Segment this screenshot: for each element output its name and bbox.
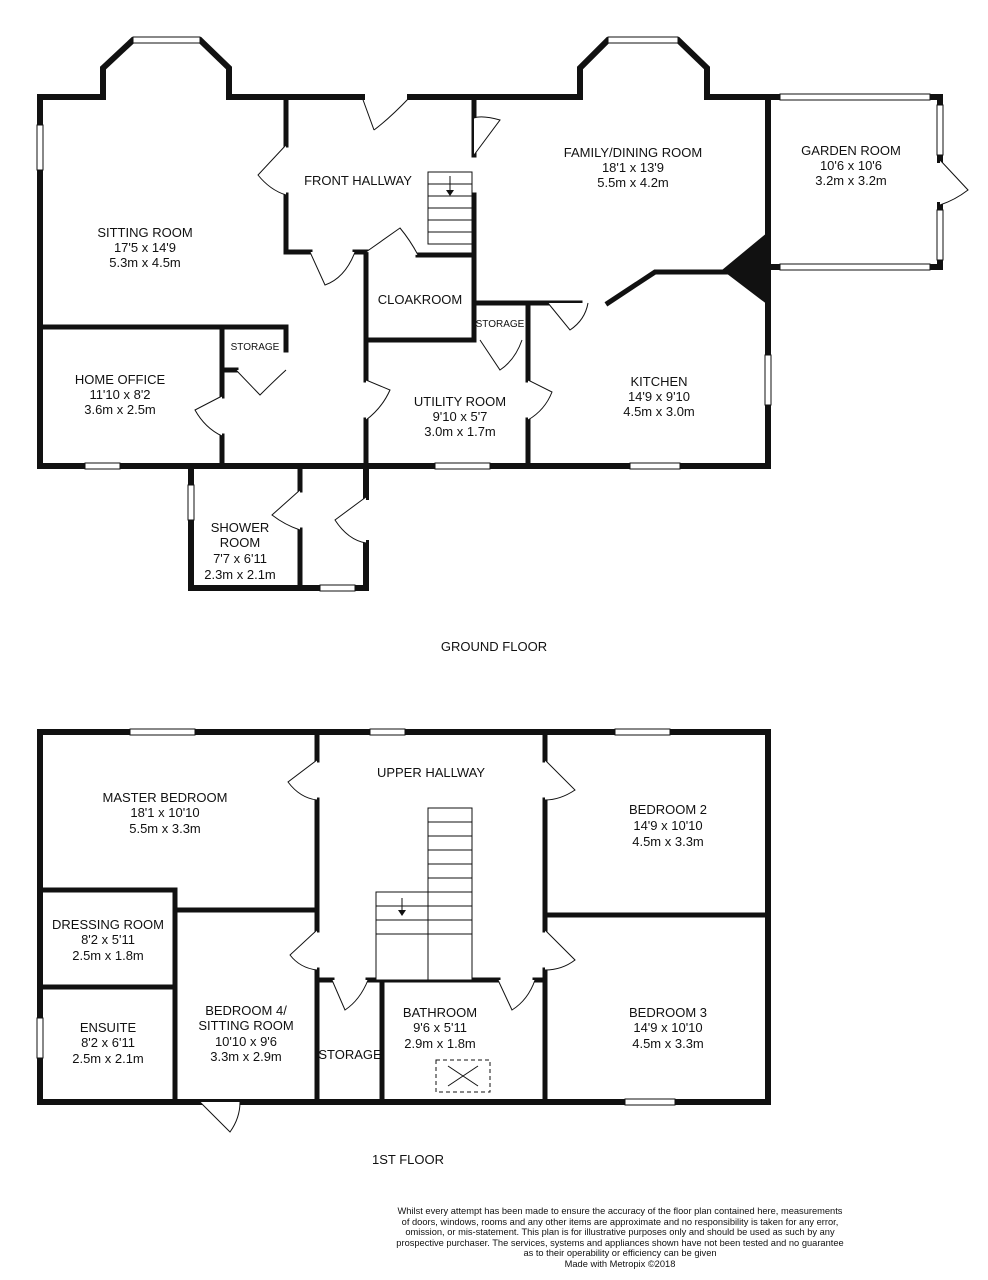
master-bedroom-label: MASTER BEDROOM [103,790,228,805]
disclaimer-line: omission, or mis-statement. This plan is… [405,1227,835,1238]
first-floor-label: 1ST FLOOR [372,1152,444,1167]
storage-label-first: STORAGE [318,1047,382,1062]
shower-room-metric: 2.3m x 2.1m [204,567,276,582]
skylight-icon [435,1059,491,1093]
garden-room-imperial: 10'6 x 10'6 [820,158,882,173]
shower-room-label-1: SHOWER [211,520,270,535]
bedroom3-metric: 4.5m x 3.3m [632,1036,704,1051]
bedroom4-imperial: 10'10 x 9'6 [215,1034,277,1049]
ground-stairs [427,171,473,245]
cloakroom-label: CLOAKROOM [378,292,463,307]
disclaimer-line: prospective purchaser. The services, sys… [396,1237,844,1248]
storage-label-utility: STORAGE [476,319,525,330]
dressing-room-imperial: 8'2 x 5'11 [81,932,135,947]
bedroom2-label: BEDROOM 2 [629,802,707,817]
bedroom3-imperial: 14'9 x 10'10 [633,1020,702,1035]
family-dining-label: FAMILY/DINING ROOM [564,145,702,160]
master-bedroom-imperial: 18'1 x 10'10 [130,805,199,820]
metropix-credit: Made with Metropix ©2018 [564,1258,676,1269]
kitchen-label: KITCHEN [630,374,687,389]
bedroom3-label: BEDROOM 3 [629,1005,707,1020]
utility-room-metric: 3.0m x 1.7m [424,424,496,439]
bedroom4-label-2: SITTING ROOM [198,1018,293,1033]
bedroom4-label-1: BEDROOM 4/ [205,1003,287,1018]
first-floor-plan: MASTER BEDROOM 18'1 x 10'10 5.5m x 3.3m … [36,728,771,1167]
kitchen-metric: 4.5m x 3.0m [623,404,695,419]
storage-label-office: STORAGE [231,342,280,353]
kitchen-imperial: 14'9 x 9'10 [628,389,690,404]
home-office-label: HOME OFFICE [75,372,166,387]
sitting-room-metric: 5.3m x 4.5m [109,255,181,270]
family-dining-imperial: 18'1 x 13'9 [602,160,664,175]
first-floor-stairs [375,807,473,981]
bathroom-label: BATHROOM [403,1005,477,1020]
bedroom2-metric: 4.5m x 3.3m [632,834,704,849]
bedroom4-metric: 3.3m x 2.9m [210,1049,282,1064]
disclaimer-line: of doors, windows, rooms and any other i… [401,1216,839,1227]
home-office-metric: 3.6m x 2.5m [84,402,156,417]
utility-room-label: UTILITY ROOM [414,394,506,409]
utility-room-imperial: 9'10 x 5'7 [433,409,488,424]
disclaimer-text: Whilst every attempt has been made to en… [372,1206,868,1270]
master-bedroom-metric: 5.5m x 3.3m [129,821,201,836]
ground-floor-plan: SITTING ROOM 17'5 x 14'9 5.3m x 4.5m FRO… [36,36,969,654]
disclaimer-line: as to their operability or efficiency ca… [523,1248,717,1259]
sitting-room-label: SITTING ROOM [97,225,192,240]
ground-floor-label: GROUND FLOOR [441,639,547,654]
upper-hallway-label: UPPER HALLWAY [377,765,485,780]
ensuite-imperial: 8'2 x 6'11 [81,1035,135,1050]
dressing-room-label: DRESSING ROOM [52,917,164,932]
dressing-room-metric: 2.5m x 1.8m [72,948,144,963]
ensuite-metric: 2.5m x 2.1m [72,1051,144,1066]
front-hallway-label: FRONT HALLWAY [304,173,412,188]
disclaimer-line: Whilst every attempt has been made to en… [397,1206,843,1216]
garden-room-label: GARDEN ROOM [801,143,901,158]
family-dining-metric: 5.5m x 4.2m [597,175,669,190]
sitting-room-imperial: 17'5 x 14'9 [114,240,176,255]
shower-room-label-2: ROOM [220,535,260,550]
home-office-imperial: 11'10 x 8'2 [89,387,150,402]
bathroom-metric: 2.9m x 1.8m [404,1036,476,1051]
bedroom2-imperial: 14'9 x 10'10 [633,818,702,833]
shower-room-imperial: 7'7 x 6'11 [213,551,267,566]
ensuite-label: ENSUITE [80,1020,137,1035]
garden-room-metric: 3.2m x 3.2m [815,173,887,188]
bathroom-imperial: 9'6 x 5'11 [413,1020,467,1035]
